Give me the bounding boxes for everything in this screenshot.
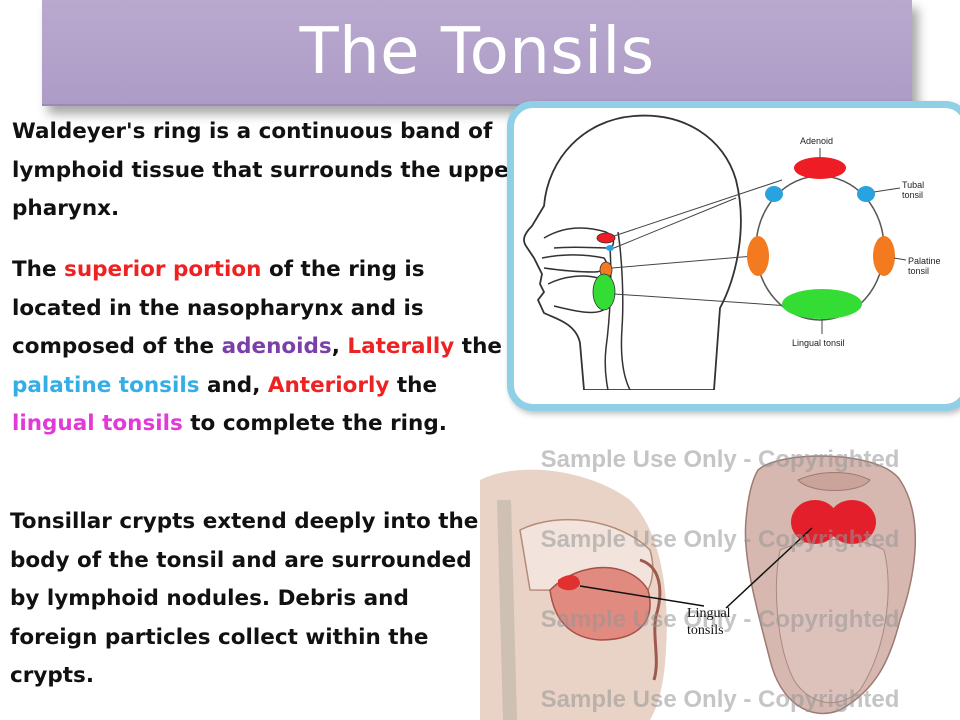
ring-palatine-left bbox=[747, 236, 769, 276]
highlight-anteriorly: Anteriorly bbox=[267, 372, 390, 398]
label-lingual-tonsils: Lingual tonsils bbox=[687, 606, 731, 638]
highlight-palatine-tonsils: palatine tonsils bbox=[12, 372, 200, 398]
watermark: Sample Use Only - Copyrighted bbox=[540, 606, 900, 633]
watermark: Sample Use Only - Copyrighted bbox=[540, 526, 900, 553]
paragraph-waldeyer-ring: Waldeyer's ring is a continuous band of … bbox=[12, 119, 520, 221]
pointer-palatine bbox=[611, 255, 755, 269]
waldeyer-ring-diagram: Adenoid Tubal tonsil Palatine tonsil Lin… bbox=[507, 101, 960, 411]
pointer-adenoid bbox=[613, 179, 783, 237]
sagittal-red-tonsil bbox=[558, 575, 580, 591]
label-adenoid: Adenoid bbox=[800, 136, 834, 146]
highlight-laterally: Laterally bbox=[347, 334, 455, 359]
lingual-tonsil-left bbox=[791, 500, 839, 544]
epiglottis bbox=[797, 472, 871, 491]
pointer-sagittal bbox=[579, 585, 705, 607]
pointer-lingual bbox=[613, 293, 791, 307]
watermark: Sample Use Only - Copyrighted bbox=[540, 446, 900, 473]
text-segment: and, bbox=[199, 372, 268, 398]
label-tubal-tonsil: Tubal tonsil bbox=[902, 180, 925, 200]
photo-svg bbox=[480, 455, 917, 720]
ring-palatine-right bbox=[873, 236, 895, 276]
text-segment: The bbox=[12, 257, 65, 282]
highlight-lingual-tonsils: lingual tonsils bbox=[12, 411, 183, 436]
head-tubal bbox=[606, 245, 614, 251]
paragraph-ring-composition: The superior portion of the ring is loca… bbox=[12, 251, 507, 444]
page-title: The Tonsils bbox=[299, 15, 655, 89]
leader-tubal bbox=[873, 187, 901, 193]
label-lingual-tonsil: Lingual tonsil bbox=[792, 338, 845, 348]
title-bar: The Tonsils bbox=[42, 0, 912, 106]
highlight-adenoids: adenoids bbox=[221, 334, 332, 359]
sagittal-lips bbox=[639, 558, 662, 681]
ring-tubal-right bbox=[857, 186, 875, 202]
ring-lingual bbox=[782, 289, 862, 319]
text-segment: , bbox=[331, 334, 348, 359]
lingual-tonsil-right bbox=[828, 500, 876, 544]
highlight-superior-portion: superior portion bbox=[64, 257, 262, 282]
text-segment: the bbox=[389, 372, 438, 398]
text-segment: to complete the ring. bbox=[182, 411, 447, 436]
pharynx-wall bbox=[617, 231, 631, 390]
diagram-svg bbox=[523, 114, 907, 390]
tongue-anatomy-illustration: Sample Use Only - Copyrighted Sample Use… bbox=[480, 440, 960, 720]
ring-adenoid bbox=[794, 157, 846, 179]
pointer-dorsal bbox=[725, 527, 813, 609]
paragraph-tonsillar-crypts: Tonsillar crypts extend deeply into the … bbox=[10, 509, 479, 688]
text-segment: the bbox=[454, 334, 502, 359]
sagittal-spine bbox=[497, 499, 517, 720]
head-outline bbox=[523, 114, 742, 390]
pointer-tubal bbox=[613, 197, 737, 249]
leader-palatine bbox=[893, 257, 907, 261]
label-palatine-tonsil: Palatine tonsil bbox=[908, 256, 941, 276]
text-segment: of the ring is located in the nasopharyn… bbox=[12, 257, 425, 359]
head-adenoid bbox=[596, 232, 616, 244]
ring-tubal-left bbox=[765, 186, 783, 202]
head-lingual bbox=[592, 273, 616, 311]
watermark: Sample Use Only - Copyrighted bbox=[540, 686, 900, 713]
